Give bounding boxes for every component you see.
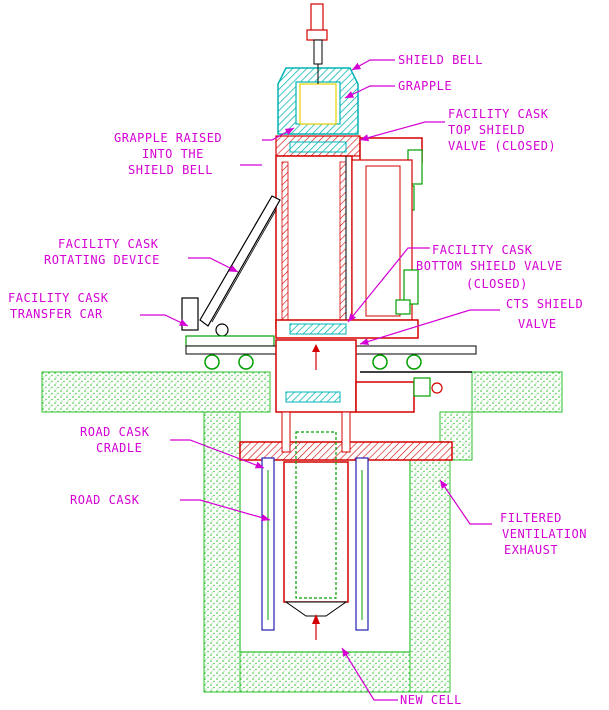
- label-road-cask: ROAD CASK: [70, 493, 140, 507]
- label-road-cradle-line1: ROAD CASK: [80, 425, 150, 439]
- label-filtered-line2: VENTILATION: [502, 527, 587, 541]
- road-cask: [283, 431, 349, 640]
- label-transfer-car-line2: TRANSFER CAR: [10, 307, 103, 321]
- cts-shield-valve: [275, 339, 443, 413]
- hoist-rod: [306, 3, 328, 65]
- label-top-valve-line2: TOP SHIELD: [448, 123, 525, 137]
- label-grapple-raised-line2: INTO THE: [142, 147, 204, 161]
- label-grapple-raised-line1: GRAPPLE RAISED: [114, 131, 222, 145]
- label-new-cell: NEW CELL: [400, 693, 462, 707]
- label-bottom-valve-line2: BOTTOM SHIELD VALVE: [416, 259, 563, 273]
- leader-lines: [140, 59, 500, 701]
- cradle-jacks: [261, 457, 369, 631]
- labels: SHIELD BELL GRAPPLE FACILITY CASK TOP SH…: [8, 53, 587, 707]
- concrete-pit: [41, 371, 563, 693]
- label-filtered-line1: FILTERED: [500, 511, 562, 525]
- grapple: [299, 64, 337, 125]
- label-bottom-valve-line1: FACILITY CASK: [432, 243, 533, 257]
- label-rotating-line1: FACILITY CASK: [58, 237, 159, 251]
- label-top-valve-line3: VALVE (CLOSED): [448, 139, 556, 153]
- label-cts-valve-line1: CTS SHIELD: [506, 297, 583, 311]
- bottom-shield-valve: [275, 319, 419, 339]
- label-road-cradle-line2: CRADLE: [96, 441, 142, 455]
- label-filtered-line3: EXHAUST: [504, 543, 558, 557]
- road-cask-cradle: [239, 411, 453, 461]
- label-transfer-car-line1: FACILITY CASK: [8, 291, 109, 305]
- label-cts-valve-line2: VALVE: [518, 317, 557, 331]
- label-rotating-line2: ROTATING DEVICE: [44, 253, 160, 267]
- label-bottom-valve-line3: (CLOSED): [466, 277, 528, 291]
- facility-cask: [275, 155, 419, 329]
- label-grapple-raised-line3: SHIELD BELL: [128, 163, 213, 177]
- label-shield-bell: SHIELD BELL: [398, 53, 483, 67]
- rotating-device: [181, 195, 281, 337]
- label-top-valve-line1: FACILITY CASK: [448, 107, 549, 121]
- label-grapple: GRAPPLE: [398, 79, 452, 93]
